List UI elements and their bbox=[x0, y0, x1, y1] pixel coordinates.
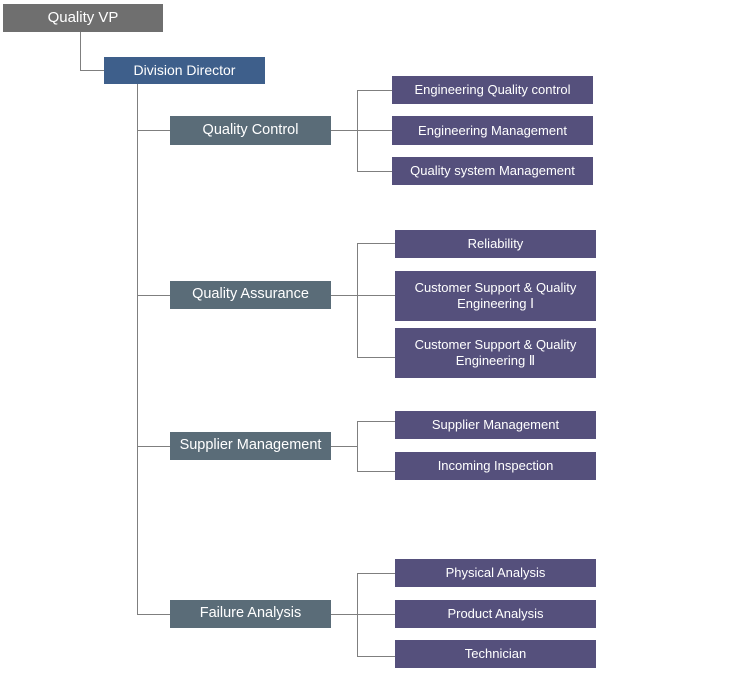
department-failure-analysis: Failure Analysis bbox=[170, 600, 331, 628]
department-supplier-management: Supplier Management bbox=[170, 432, 331, 460]
team-node: Quality system Management bbox=[392, 157, 593, 185]
connector-line bbox=[357, 243, 395, 244]
connector-line bbox=[331, 614, 395, 615]
team-node: Customer Support & Quality Engineering Ⅱ bbox=[395, 328, 596, 378]
connector-line bbox=[331, 295, 395, 296]
connector-line bbox=[137, 614, 170, 615]
team-node: Product Analysis bbox=[395, 600, 596, 628]
connector-line bbox=[80, 32, 81, 70]
team-node: Technician bbox=[395, 640, 596, 668]
connector-line bbox=[357, 357, 395, 358]
connector-line bbox=[331, 130, 392, 131]
connector-line bbox=[137, 84, 138, 615]
team-node: Engineering Management bbox=[392, 116, 593, 145]
connector-line bbox=[357, 421, 395, 422]
connector-line bbox=[137, 130, 170, 131]
connector-line bbox=[80, 70, 104, 71]
connector-line bbox=[137, 295, 170, 296]
team-node: Engineering Quality control bbox=[392, 76, 593, 104]
connector-line bbox=[357, 90, 358, 171]
connector-line bbox=[357, 243, 358, 357]
connector-line bbox=[357, 573, 358, 656]
department-quality-assurance: Quality Assurance bbox=[170, 281, 331, 309]
connector-line bbox=[357, 471, 395, 472]
connector-line bbox=[331, 446, 358, 447]
connector-line bbox=[357, 573, 395, 574]
division-director-node: Division Director bbox=[104, 57, 265, 84]
connector-line bbox=[357, 90, 392, 91]
connector-line bbox=[137, 446, 170, 447]
department-quality-control: Quality Control bbox=[170, 116, 331, 145]
team-node: Physical Analysis bbox=[395, 559, 596, 587]
team-node: Customer Support & Quality Engineering Ⅰ bbox=[395, 271, 596, 321]
team-node: Incoming Inspection bbox=[395, 452, 596, 480]
team-node: Reliability bbox=[395, 230, 596, 258]
team-node: Supplier Management bbox=[395, 411, 596, 439]
quality-vp-node: Quality VP bbox=[3, 4, 163, 32]
connector-line bbox=[357, 171, 392, 172]
connector-line bbox=[357, 656, 395, 657]
connector-line bbox=[357, 421, 358, 471]
